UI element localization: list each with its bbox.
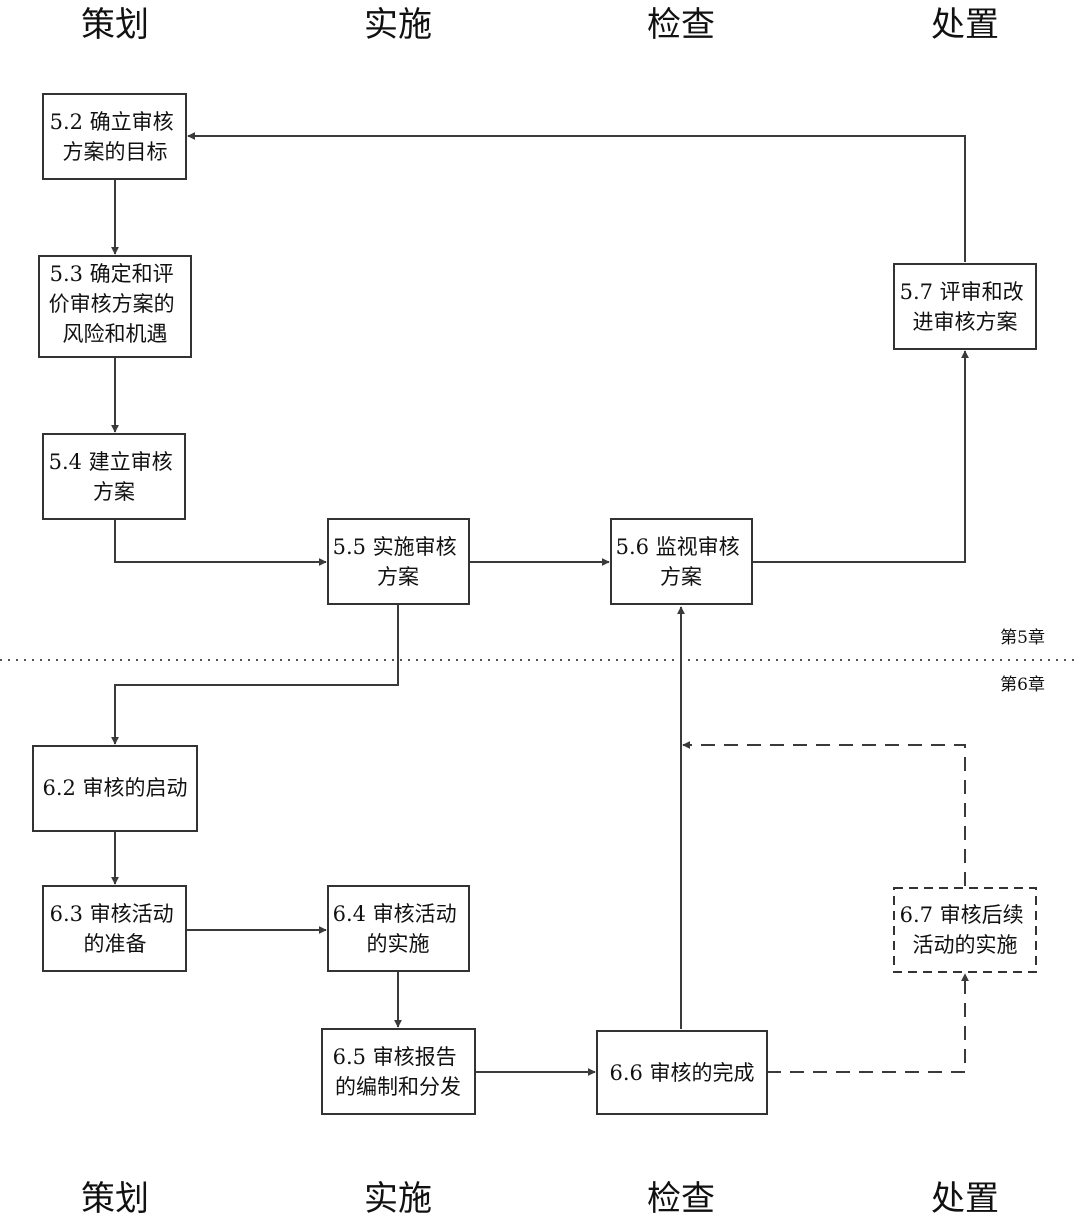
box-6-4-line-1: 6.4 审核活动 (333, 902, 457, 926)
box-6-3-line-2: 的准备 (84, 932, 147, 956)
box-6-5-line-2: 的编制和分发 (335, 1075, 461, 1099)
box-6-2: 6.2 审核的启动 (32, 745, 198, 832)
chapter-6-label: 第6章 (1000, 675, 1045, 695)
box-5-5-line-2: 方案 (377, 565, 419, 589)
box-6-3: 6.3 审核活动 的准备 (42, 885, 187, 972)
header-act-bottom: 处置 (931, 1179, 999, 1219)
svg-text:6.4 审核活动 的实施: 6.4 审核活动 的实施 (333, 902, 464, 956)
header-do-top: 实施 (364, 5, 432, 45)
box-5-3-line-1: 5.3 确定和评 (50, 262, 174, 286)
box-5-2-line-2: 方案的目标 (63, 140, 168, 164)
box-6-4: 6.4 审核活动 的实施 (327, 885, 470, 972)
box-6-7-line-1: 6.7 审核后续 (900, 903, 1024, 927)
box-5-3-line-3: 风险和机遇 (63, 322, 168, 346)
svg-text:6.5 审核报告 的编制和分发: 6.5 审核报告 的编制和分发 (333, 1045, 464, 1099)
box-5-4-line-1: 5.4 建立审核 (49, 450, 173, 474)
box-5-5: 5.5 实施审核 方案 (327, 518, 470, 605)
svg-text:5.2 确立审核 方案的目标: 5.2 确立审核 方案的目标 (50, 110, 181, 164)
box-6-7: 6.7 审核后续 活动的实施 (893, 887, 1037, 973)
svg-text:5.4 建立审核 方案: 5.4 建立审核 方案 (49, 450, 180, 504)
box-5-6-line-2: 方案 (660, 565, 702, 589)
box-6-6-line-1: 6.6 审核的完成 (609, 1061, 754, 1085)
box-5-3-line-2: 价审核方案的 (49, 292, 175, 316)
box-5-2-line-1: 5.2 确立审核 (50, 110, 174, 134)
svg-text:5.6 监视审核 方案: 5.6 监视审核 方案 (616, 535, 747, 589)
arrow-56-to-57 (752, 350, 969, 563)
connectors (111, 132, 969, 1076)
svg-text:5.5 实施审核 方案: 5.5 实施审核 方案 (333, 535, 464, 589)
box-5-4: 5.4 建立审核 方案 (42, 433, 186, 520)
box-6-5: 6.5 审核报告 的编制和分发 (321, 1028, 476, 1115)
arrow-66-to-67-dashed (767, 973, 969, 1073)
box-5-6-line-1: 5.6 监视审核 (616, 535, 740, 559)
box-6-2-line-1: 6.2 审核的启动 (42, 776, 187, 800)
svg-text:5.7 评审和改 进审核方案: 5.7 评审和改 进审核方案 (900, 280, 1031, 334)
box-5-6: 5.6 监视审核 方案 (610, 518, 753, 605)
svg-text:6.3 审核活动 的准备: 6.3 审核活动 的准备 (50, 902, 181, 956)
box-6-6: 6.6 审核的完成 (596, 1030, 768, 1115)
header-plan-bottom: 策划 (81, 1179, 149, 1219)
arrow-55-to-62 (111, 605, 399, 745)
header-plan-top: 策划 (81, 5, 149, 45)
box-6-3-line-1: 6.3 审核活动 (50, 902, 174, 926)
header-check-top: 检查 (647, 5, 715, 45)
svg-text:6.7 审核后续 活动的实施: 6.7 审核后续 活动的实施 (900, 903, 1031, 957)
svg-text:5.3 确定和评 价审核方案的 风险: 5.3 确定和评 价审核方案的 风险和机遇 (49, 262, 182, 346)
header-act-top: 处置 (931, 5, 999, 45)
box-5-7-line-1: 5.7 评审和改 (900, 280, 1024, 304)
box-5-5-line-1: 5.5 实施审核 (333, 535, 457, 559)
box-6-7-line-2: 活动的实施 (913, 933, 1018, 957)
arrow-54-to-55 (114, 519, 327, 566)
chapter-5-label: 第5章 (1000, 628, 1045, 648)
box-6-5-line-1: 6.5 审核报告 (333, 1045, 457, 1069)
header-check-bottom: 检查 (647, 1179, 715, 1219)
header-do-bottom: 实施 (364, 1179, 432, 1219)
box-6-4-line-2: 的实施 (367, 932, 430, 956)
box-5-7: 5.7 评审和改 进审核方案 (893, 263, 1037, 350)
arrow-67-to-check-line-dashed (682, 741, 966, 886)
box-5-3: 5.3 确定和评 价审核方案的 风险和机遇 (38, 255, 192, 358)
svg-text:6.2 审核的启动: 6.2 审核的启动 (42, 776, 187, 800)
arrow-57-to-52 (187, 132, 966, 262)
box-5-4-line-2: 方案 (93, 480, 135, 504)
box-5-2: 5.2 确立审核 方案的目标 (42, 93, 187, 180)
box-5-7-line-2: 进审核方案 (913, 310, 1018, 334)
svg-text:6.6 审核的完成: 6.6 审核的完成 (609, 1061, 754, 1085)
